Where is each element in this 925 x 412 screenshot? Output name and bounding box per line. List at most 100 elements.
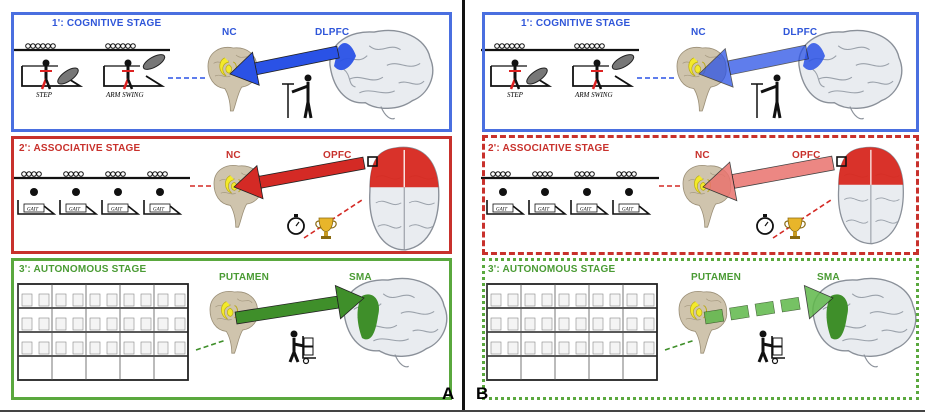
walker-icon [122,59,134,90]
treadmill-arm-swing [572,65,635,87]
teacher-icon [751,74,782,119]
sma-label: SMA [817,272,840,283]
autonomous-stage-title: 3': AUTONOMOUS STAGE [19,264,147,275]
stopwatch-icon [287,214,305,235]
rail-wheel [36,171,42,177]
brain-icon [678,291,728,354]
gait-treadmill: GAIT [101,188,141,215]
arm-swing-caption: ARM SWING [575,91,613,99]
gait-treadmill: GAIT [612,188,652,215]
teacher-icon [282,74,313,119]
opfc-to-nc-arrow [233,156,366,200]
rail-wheel [130,43,136,49]
dlpfc-label: DLPFC [315,27,350,38]
panel-a-drawing: GAIT GAIT GAIT GAIT [12,29,448,381]
walker-icon [591,59,603,90]
dlpfc-highlight [334,42,356,71]
shoe-icon [611,54,635,70]
gait-treadmill: GAIT [528,188,568,215]
gait-treadmill: GAIT [143,188,183,215]
gait-label: GAIT [153,208,165,213]
opfc-label: OPFC [323,150,352,161]
associative-stage-box [11,136,452,254]
sma-highlight [826,294,849,340]
cognitive-stage-title: 1': COGNITIVE STAGE [52,18,162,29]
step-caption: STEP [507,91,523,99]
gait-label: GAIT [27,208,39,213]
gait-label: GAIT [622,208,634,213]
dashed-link [664,339,696,351]
gait-treadmill: GAIT [570,188,610,215]
walker-icon [509,59,521,90]
associative-stage-title: 2': ASSOCIATIVE STAGE [488,143,610,154]
rail-wheel [599,43,605,49]
nc-label: NC [226,150,241,161]
associative-stage-title: 2': ASSOCIATIVE STAGE [19,143,141,154]
gait-label: GAIT [538,208,550,213]
gait-treadmill: GAIT [486,188,526,215]
putamen-label: PUTAMEN [691,272,742,283]
brain-icon [837,146,904,245]
dlpfc-to-nc-arrow [229,45,340,86]
putamen-label: PUTAMEN [219,272,270,283]
brain-icon [798,29,903,120]
dlpfc-highlight [803,42,825,71]
rail-wheel [547,171,553,177]
frame-bottom-border [0,410,925,412]
brain-icon [329,29,434,120]
autonomous-stage-title: 3': AUTONOMOUS STAGE [488,264,616,275]
brain-icon [209,291,259,354]
panel-divider [462,0,465,412]
dlpfc-to-nc-arrow [698,44,809,88]
panel-b-letter: B [476,384,489,403]
cognitive-stage-box [482,12,919,132]
opfc-label: OPFC [792,150,821,161]
rail-wheel [162,171,168,177]
dashed-link [195,339,227,351]
autonomous-stage-box [482,258,919,400]
treadmill-arm-swing [103,65,166,87]
opfc-marker [367,156,378,167]
autonomous-stage-box [11,258,452,400]
rail-wheel [631,171,637,177]
panel-b-drawing: GAIT GAIT GAIT GAIT [481,29,917,381]
gait-treadmill: GAIT [59,188,99,215]
putamen-to-sma-arrow [703,284,834,325]
rail-wheel [519,43,525,49]
sma-highlight [357,294,380,340]
associative-stage-box [482,135,919,255]
gait-label: GAIT [580,208,592,213]
rail-wheel [78,171,84,177]
trophy-icon [315,217,337,239]
shoe-icon [142,54,166,70]
walker-icon [40,59,52,90]
gait-label: GAIT [69,208,81,213]
step-caption: STEP [36,91,52,99]
warehouse-shelf [17,283,189,381]
cognitive-stage-box [11,12,452,132]
rail-wheel [120,171,126,177]
gait-label: GAIT [111,208,123,213]
hand-truck-icon [757,330,785,365]
nc-label: NC [691,27,706,38]
nc-label: NC [222,27,237,38]
rail-wheel [50,43,56,49]
sma-label: SMA [349,272,372,283]
putamen-to-sma-arrow [234,284,365,325]
gait-treadmill: GAIT [17,188,57,215]
treadmill-step [490,65,553,87]
rail-wheel [505,171,511,177]
cognitive-stage-title: 1': COGNITIVE STAGE [521,18,631,29]
dlpfc-label: DLPFC [783,27,818,38]
arm-swing-caption: ARM SWING [106,91,144,99]
brain-icon [369,146,440,251]
hand-truck-icon [288,330,316,365]
warehouse-shelf [486,283,658,381]
trophy-icon [784,217,806,239]
stopwatch-icon [756,214,774,235]
opfc-marker [836,156,847,167]
treadmill-step [21,65,84,87]
nc-label: NC [695,150,710,161]
